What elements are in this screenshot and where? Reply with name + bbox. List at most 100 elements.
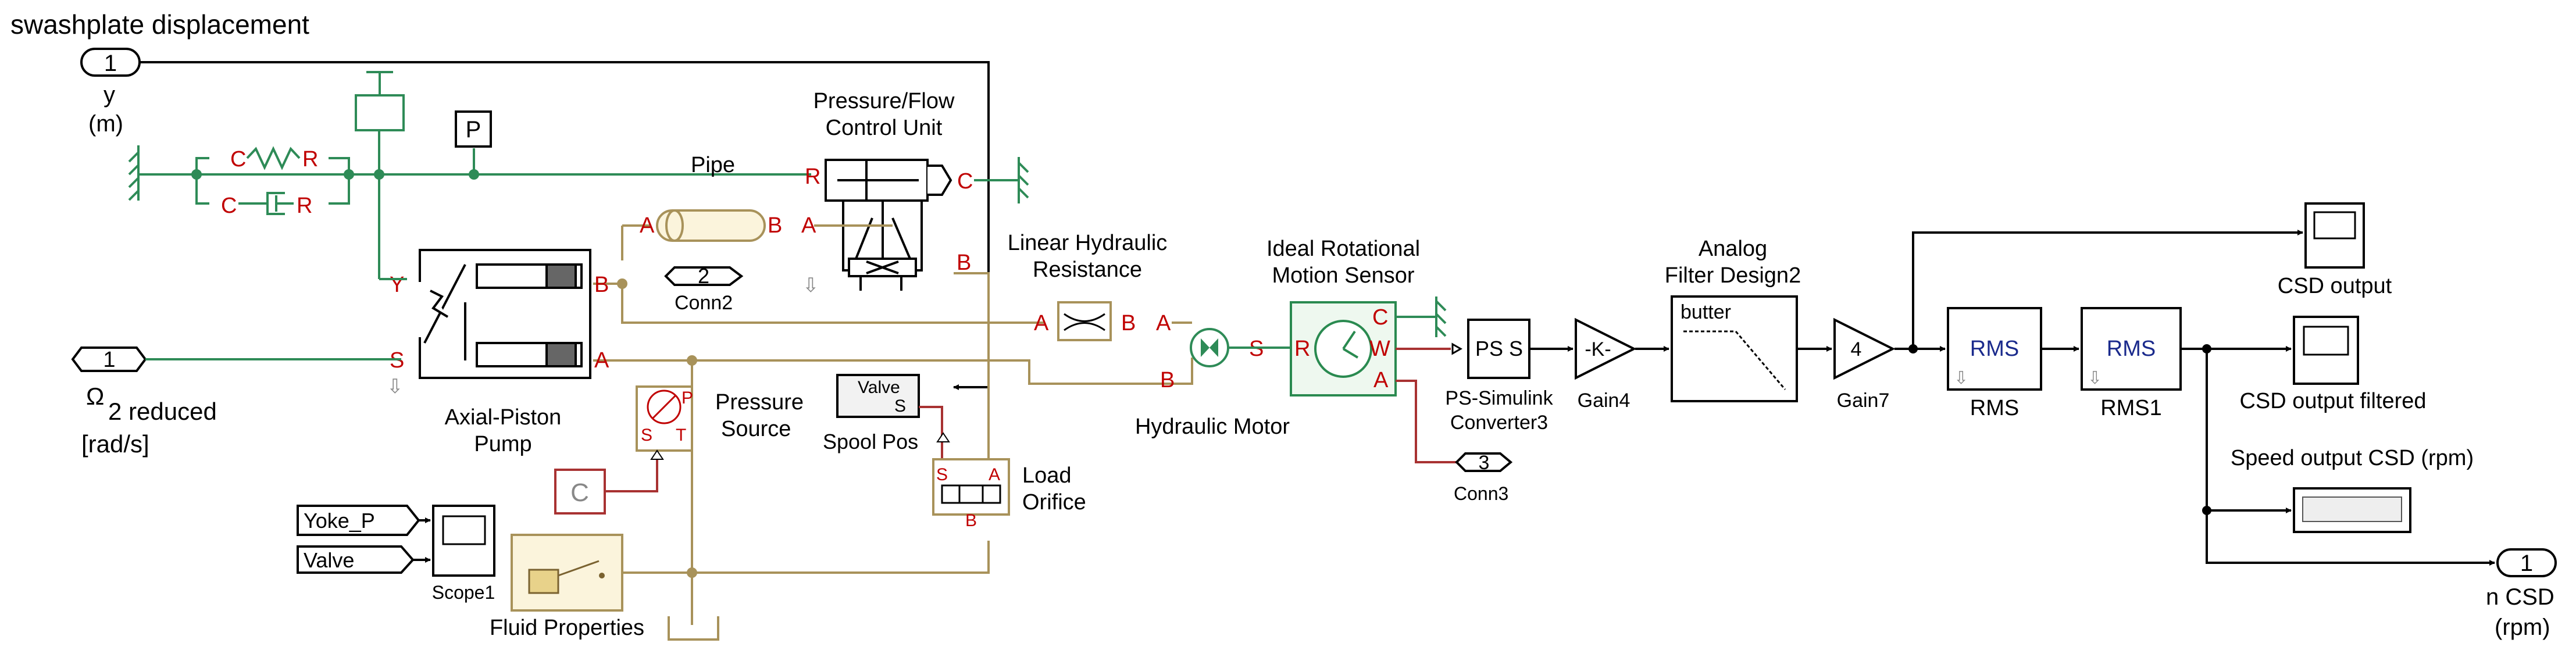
pressure-source-port-p: P	[682, 388, 693, 408]
display-speed-block[interactable]	[2293, 487, 2411, 533]
scope-csd-filtered-name: CSD output filtered	[2239, 389, 2426, 413]
junction-dot	[687, 355, 697, 366]
ideal-sensor-port-w: W	[1369, 337, 1390, 361]
inport-omega[interactable]: 1	[71, 346, 147, 372]
ideal-sensor-name-2: Motion Sensor	[1272, 263, 1414, 288]
junction-dot	[2202, 344, 2211, 353]
hyd-motor-name: Hydraulic Motor	[1135, 415, 1290, 439]
goto-valve-block[interactable]: Valve	[297, 545, 415, 574]
ps-converter-text: PS S	[1475, 337, 1523, 360]
rms-text: RMS	[1970, 337, 2019, 361]
pipe2-port-a-right: A	[801, 213, 816, 238]
load-orifice-name-2: Orifice	[1022, 490, 1086, 515]
rms-block[interactable]: RMS ⇩	[1947, 307, 2042, 391]
load-orifice-port-b: B	[965, 511, 977, 530]
scope-csd-block[interactable]	[2304, 202, 2365, 269]
ideal-sensor-port-c: C	[1372, 305, 1388, 330]
load-orifice-name-1: Load	[1022, 463, 1072, 488]
valve-from-text-2: S	[894, 396, 906, 416]
conn2-label: Conn2	[675, 292, 733, 314]
rms1-text: RMS	[2107, 337, 2156, 361]
const-c-block[interactable]: C	[554, 469, 606, 515]
pfcu-title-2: Control Unit	[826, 116, 943, 140]
pipe2-block[interactable]	[656, 209, 766, 242]
ps-arrow-icon	[650, 449, 664, 460]
pump-name-1: Axial-Piston	[445, 405, 562, 430]
fluid-props-block[interactable]	[511, 534, 623, 612]
pump-name-2: Pump	[474, 432, 531, 456]
inport-swash-number: 1	[104, 51, 117, 76]
load-orifice-block[interactable]	[932, 458, 1010, 516]
lin-res-block[interactable]	[1057, 301, 1112, 341]
inport-swash-label-y: y	[104, 82, 115, 108]
scope1-block[interactable]	[432, 505, 495, 577]
spring-port-r: R	[302, 147, 318, 172]
conn3-port[interactable]: 3	[1455, 452, 1513, 474]
gain4-block[interactable]: -K-	[1575, 317, 1637, 380]
rms1-name: RMS1	[2100, 396, 2162, 420]
rms-name: RMS	[1970, 396, 2019, 420]
rms1-block[interactable]: RMS ⇩	[2081, 307, 2182, 391]
inport-omega-symbol: Ω	[86, 383, 104, 410]
outport-ncsd[interactable]: 1	[2496, 548, 2557, 577]
gain7-block[interactable]: 4	[1833, 317, 1896, 380]
inport-swash-label-m: (m)	[88, 111, 123, 137]
pump-block[interactable]	[419, 249, 591, 379]
load-orifice-port-a: A	[989, 465, 1000, 484]
pipe-port-r: R	[805, 165, 820, 189]
lin-res-port-b: B	[1121, 311, 1136, 335]
pfcu-title-1: Pressure/Flow	[814, 89, 955, 113]
junction-dot	[344, 169, 354, 180]
load-orifice-port-s: S	[936, 465, 948, 484]
goto-valve-label: Valve	[304, 548, 354, 572]
outport-ncsd-label-1: n CSD	[2486, 584, 2554, 610]
signal-lines-scope1	[413, 517, 431, 563]
inport-swash[interactable]: 1	[80, 48, 141, 77]
pfcu-block[interactable]	[825, 159, 952, 291]
physical-line-c	[605, 459, 658, 492]
analog-filter-block[interactable]: butter	[1671, 295, 1798, 402]
valve-from-block[interactable]: Valve S	[836, 374, 920, 418]
lin-res-port-a2: A	[1156, 311, 1171, 335]
ideal-sensor-port-a: A	[1373, 368, 1389, 392]
junction-dot	[374, 169, 384, 180]
conn2-port[interactable]: 2	[664, 264, 744, 288]
conn3-label: Conn3	[1454, 483, 1508, 504]
pressure-source-block[interactable]	[636, 385, 693, 452]
pressure-source-name-2: Source	[721, 417, 791, 441]
pfcu-port-b: B	[957, 251, 971, 275]
outport-ncsd-number: 1	[2520, 551, 2533, 576]
scope-csd-name: CSD output	[2278, 274, 2392, 298]
conn3-number: 3	[1479, 452, 1490, 474]
pipe-label: Pipe	[691, 153, 735, 177]
pipe2-port-b: B	[768, 213, 782, 238]
pressure-source-port-t: T	[676, 426, 686, 445]
spool-pos-arrow-icon	[936, 432, 950, 442]
analog-filter-text: butter	[1681, 301, 1731, 323]
hydraulic-lines	[593, 224, 1193, 625]
pressure-sensor[interactable]: P	[455, 110, 492, 148]
goto-yoke-block[interactable]: Yoke_P	[297, 505, 420, 536]
damper-icon: C R	[221, 192, 312, 218]
hydraulic-reference-icon	[668, 616, 719, 641]
pump-port-a: A	[594, 348, 609, 373]
hyd-motor-block[interactable]	[1190, 328, 1229, 367]
signal-lines-right	[1529, 230, 2495, 566]
scope1-name: Scope1	[432, 582, 495, 603]
spring-port-c: C	[230, 147, 246, 172]
mech-ground-left-icon	[128, 145, 140, 201]
ideal-sensor-block[interactable]	[1290, 301, 1397, 396]
pump-port-y: Y	[390, 273, 404, 297]
junction-dot	[617, 278, 627, 289]
inport-omega-sub: 2 reduced	[108, 398, 217, 425]
junction-dot	[469, 169, 479, 180]
ps-converter-block[interactable]: PS S	[1451, 319, 1530, 379]
inport-swash-title: swashplate displacement	[10, 9, 309, 40]
scope-csd-filtered-block[interactable]	[2293, 316, 2359, 385]
spool-pos-label: Spool Pos	[823, 430, 918, 453]
outport-ncsd-label-2: (rpm)	[2495, 615, 2550, 640]
damper-port-r: R	[297, 194, 312, 218]
spring-icon: C R	[230, 146, 318, 172]
mass-icon[interactable]	[355, 71, 405, 131]
lin-res-port-a: A	[1034, 311, 1049, 335]
